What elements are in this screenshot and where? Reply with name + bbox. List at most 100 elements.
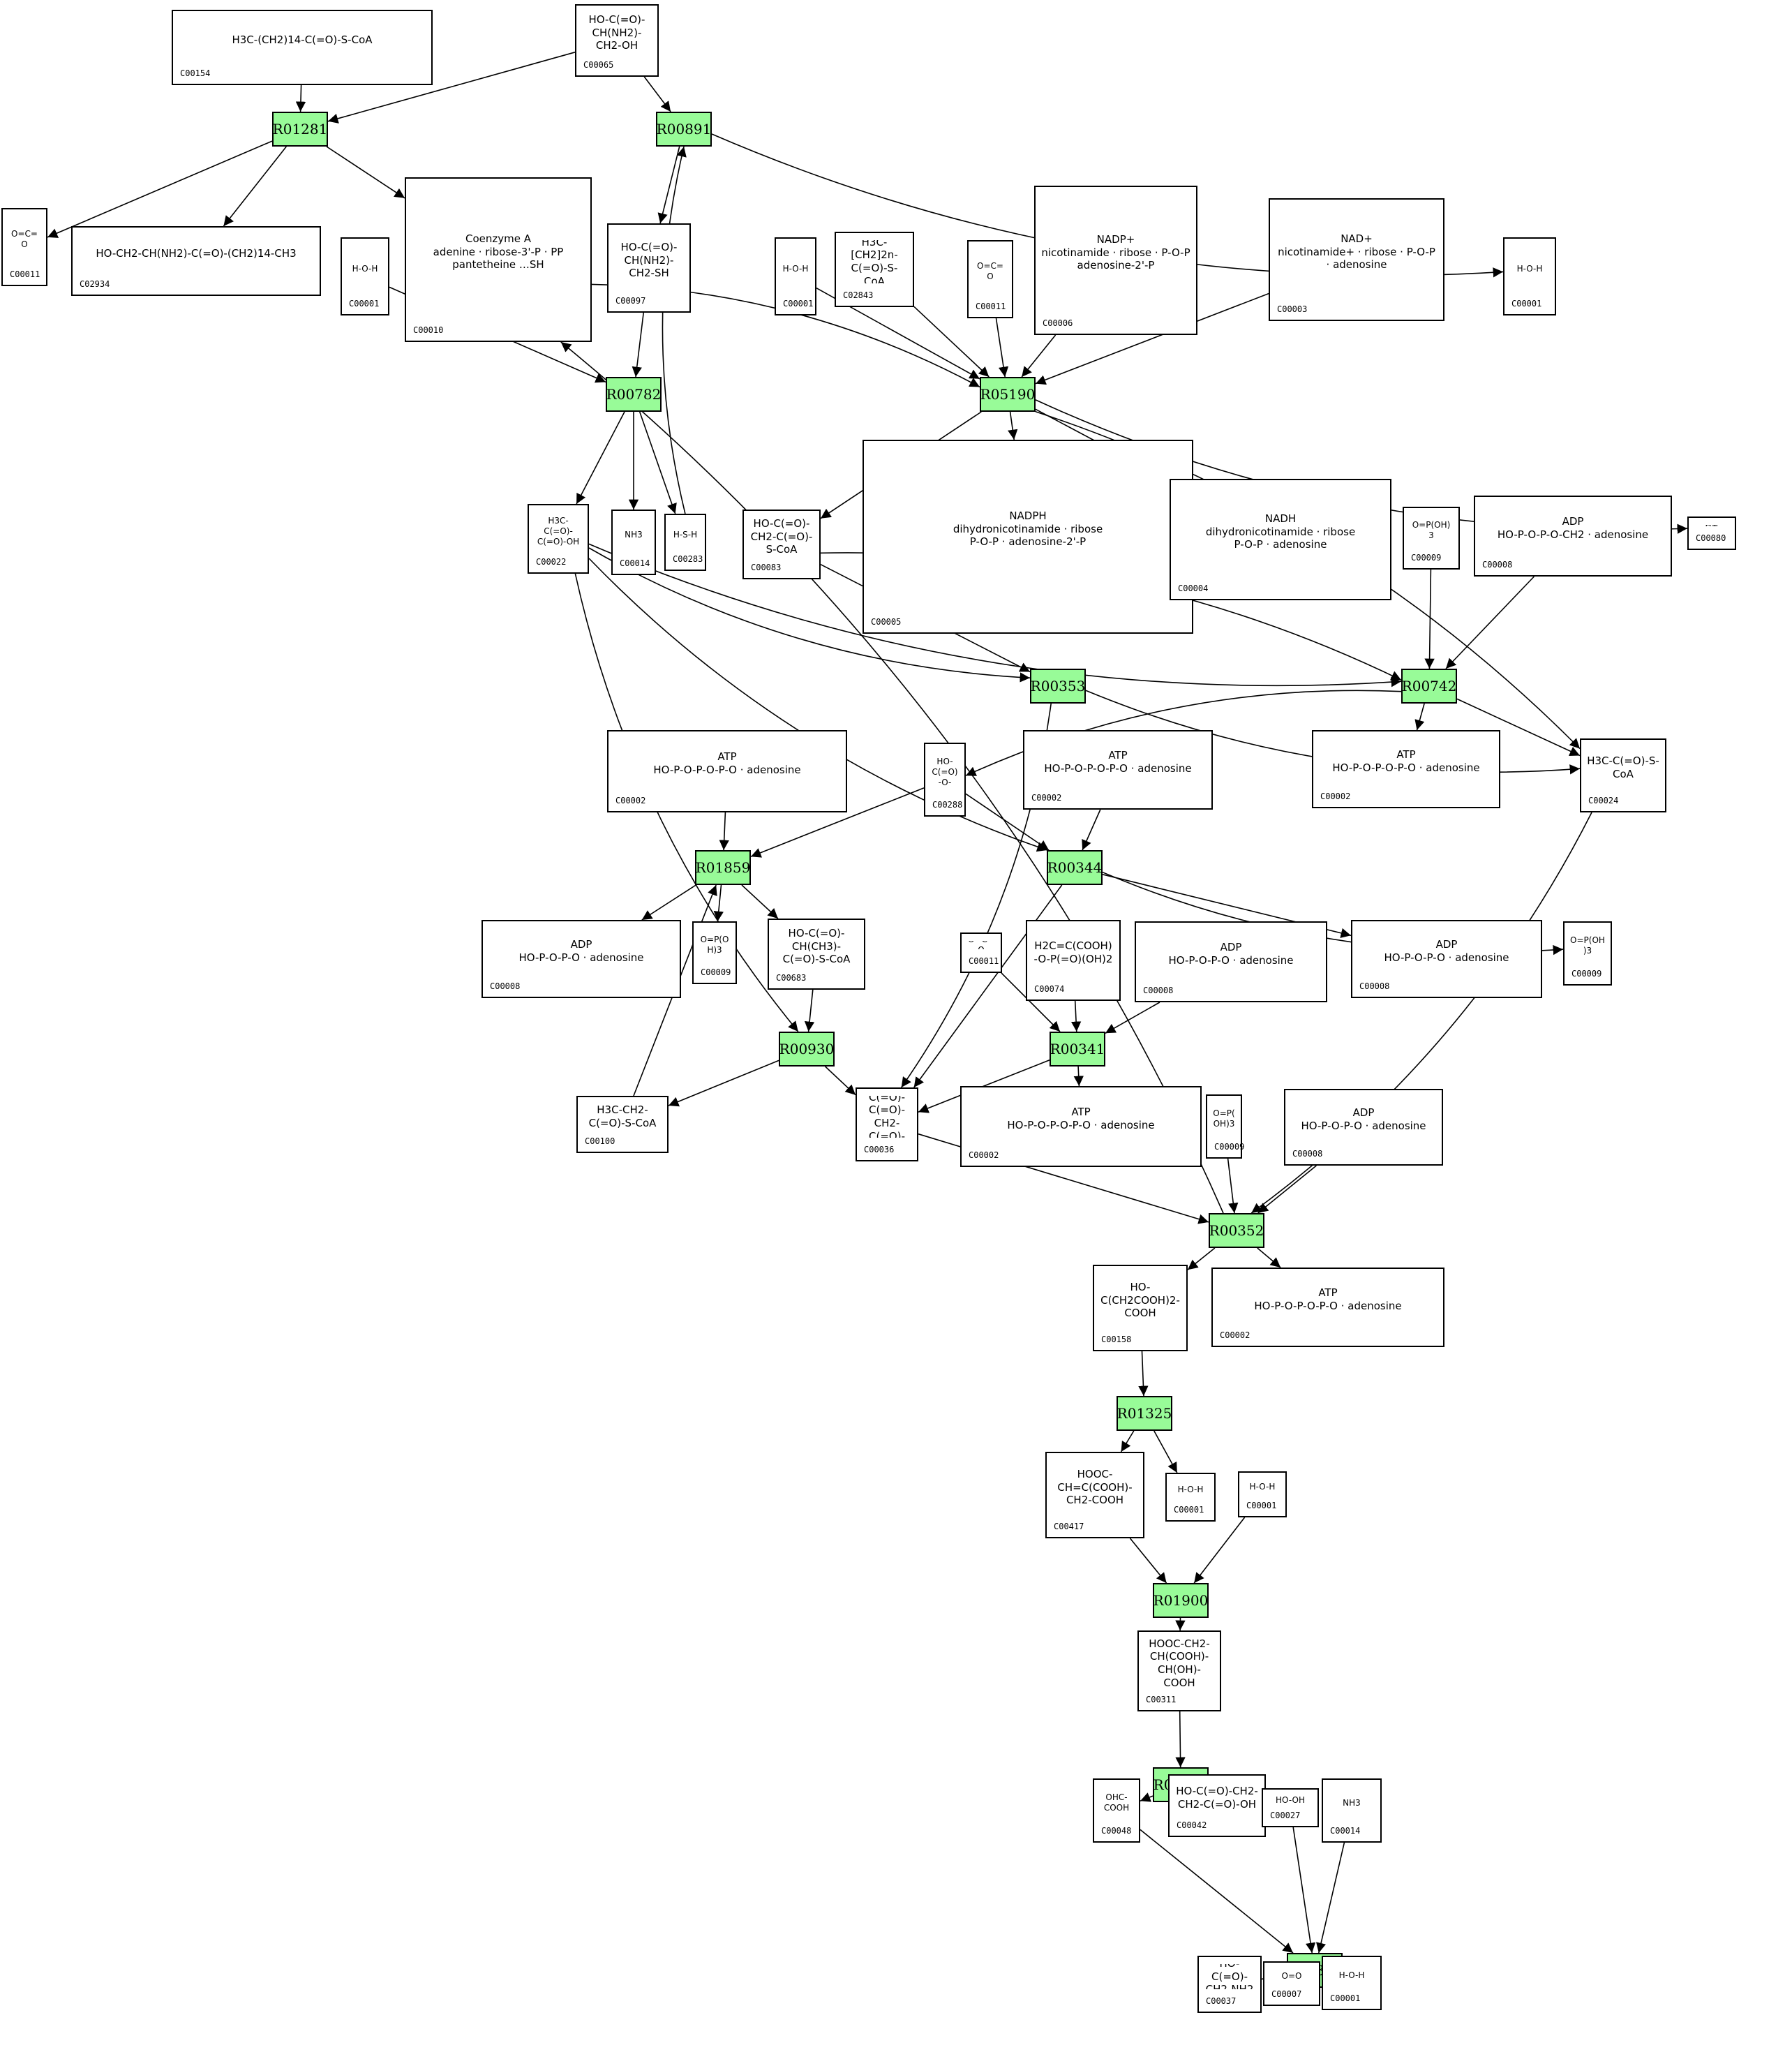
compound-id-label: C00001 — [783, 299, 814, 309]
compound-node-c00006[interactable]: NADP+ nicotinamide · ribose · P-O-P aden… — [1034, 186, 1197, 335]
edge-r00891-to-c00097 — [657, 146, 680, 224]
structure-formula: O=P(OH)3 — [1213, 1108, 1235, 1129]
compound-node-c00003[interactable]: NAD+ nicotinamide+ · ribose · P-O-P · ad… — [1269, 198, 1444, 321]
structure-formula: O=P(OH)3 — [1412, 520, 1451, 540]
structure-formula: HO-C(=O)-CH(NH2)-CH2-OH — [588, 13, 645, 52]
structure-formula: ATP HO-P-O-P-O-P-O · adenosine — [1007, 1106, 1155, 1131]
compound-id-label: C00080 — [1696, 533, 1726, 543]
structure-formula: H-S-H — [673, 529, 698, 540]
reaction-node-r01325[interactable]: R01325 — [1117, 1396, 1172, 1431]
compound-id-label: C00011 — [969, 956, 999, 966]
compound-node-c00010[interactable]: Coenzyme A adenine · ribose-3'-P · PP pa… — [405, 177, 592, 342]
edge-r01325-to-c00001d — [1153, 1430, 1178, 1473]
structure-formula: HO-C(=O)-CH(NH2)-CH2-SH — [620, 240, 678, 280]
compound-id-label: C00008 — [1143, 986, 1174, 995]
compound-id-label: C00042 — [1177, 1820, 1207, 1830]
edge-c00008e-to-r00352 — [1257, 1165, 1317, 1214]
structure-formula: ATP HO-P-O-P-O-P-O · adenosine — [653, 750, 801, 776]
compound-node-c00005[interactable]: NADPH dihydronicotinamide · ribose P-O-P… — [863, 440, 1193, 634]
edge-r00479-to-c00048 — [1140, 1792, 1153, 1802]
compound-node-c00037[interactable]: HO-C(=O)-CH2-NH2C00037 — [1197, 1956, 1262, 2013]
compound-id-label: C00037 — [1206, 1996, 1237, 2006]
compound-id-label: C00022 — [536, 557, 567, 567]
reaction-node-r00344[interactable]: R00344 — [1047, 850, 1103, 885]
reaction-node-r00891[interactable]: R00891 — [656, 112, 712, 147]
compound-node-c00080[interactable]: H+C00080 — [1687, 516, 1736, 550]
structure-formula: H3C-CH2-C(=O)-S-CoA — [588, 1104, 657, 1129]
reaction-node-r00930[interactable]: R00930 — [779, 1032, 835, 1067]
compound-id-label: C00009 — [1411, 553, 1442, 563]
compound-node-c00036[interactable]: HO-C(=O)-C(=O)-CH2-C(=O)-OHC00036 — [856, 1087, 918, 1161]
reaction-node-r01859[interactable]: R01859 — [695, 850, 751, 885]
reaction-node-r00341[interactable]: R00341 — [1050, 1032, 1105, 1067]
edge-c00011b-to-r05190 — [995, 318, 1009, 378]
structure-formula: NAD+ nicotinamide+ · ribose · P-O-P · ad… — [1278, 232, 1435, 272]
structure-formula: HO-CH2-CH(NH2)-C(=O)-(CH2)14-CH3 — [96, 246, 297, 260]
compound-id-label: C00001 — [1174, 1505, 1204, 1515]
compound-id-label: C00011 — [10, 269, 40, 279]
structure-formula: H-O-H — [1338, 1970, 1365, 1980]
edge-c00065-to-r00891 — [643, 76, 671, 112]
reaction-node-r00352[interactable]: R00352 — [1209, 1213, 1264, 1248]
compound-node-c00004[interactable]: NADH dihydronicotinamide · ribose P-O-P … — [1170, 479, 1391, 600]
reaction-node-r00353[interactable]: R00353 — [1030, 669, 1086, 704]
edge-r01859-to-c00008b — [641, 884, 696, 921]
reaction-node-r00742[interactable]: R00742 — [1401, 669, 1457, 704]
reaction-node-r01900[interactable]: R01900 — [1153, 1583, 1209, 1618]
structure-formula: HOOC-CH=C(COOH)-CH2-COOH — [1057, 1467, 1133, 1507]
reaction-node-r00782[interactable]: R00782 — [606, 377, 662, 412]
reaction-node-r01281[interactable]: R01281 — [272, 112, 328, 147]
compound-node-c00288[interactable]: HO-C(=O)-O-C00288 — [924, 743, 966, 817]
reaction-node-r05190[interactable]: R05190 — [980, 377, 1036, 412]
reaction-label: R05190 — [980, 386, 1036, 403]
compound-id-label: C00004 — [1178, 584, 1209, 593]
edge-r01281-to-c02934 — [223, 146, 287, 227]
structure-formula: HO-C(=O)-C(=O)-CH2-C(=O)-OH — [869, 1096, 905, 1138]
structure-formula: Coenzyme A adenine · ribose-3'-P · PP pa… — [433, 232, 564, 272]
